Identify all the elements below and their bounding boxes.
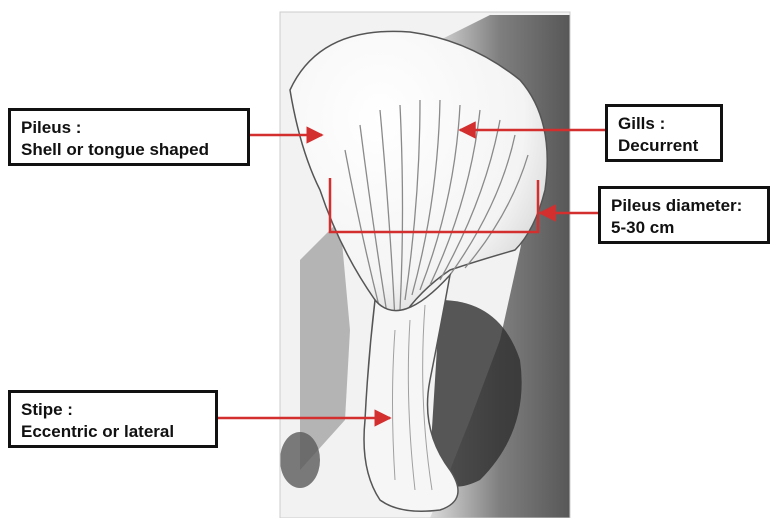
stipe-detail: Eccentric or lateral	[21, 421, 205, 443]
pileus-diameter-label-box: Pileus diameter: 5-30 cm	[598, 186, 770, 244]
pileus-title: Pileus :	[21, 117, 237, 139]
pileus-diameter-detail: 5-30 cm	[611, 217, 757, 239]
pileus-label-box: Pileus : Shell or tongue shaped	[8, 108, 250, 166]
pileus-detail: Shell or tongue shaped	[21, 139, 237, 161]
pileus-diameter-bracket	[330, 178, 538, 232]
gills-title: Gills :	[618, 113, 710, 135]
pileus-diameter-title: Pileus diameter:	[611, 195, 757, 217]
stipe-label-box: Stipe : Eccentric or lateral	[8, 390, 218, 448]
gills-label-box: Gills : Decurrent	[605, 104, 723, 162]
stipe-title: Stipe :	[21, 399, 205, 421]
gills-detail: Decurrent	[618, 135, 710, 157]
